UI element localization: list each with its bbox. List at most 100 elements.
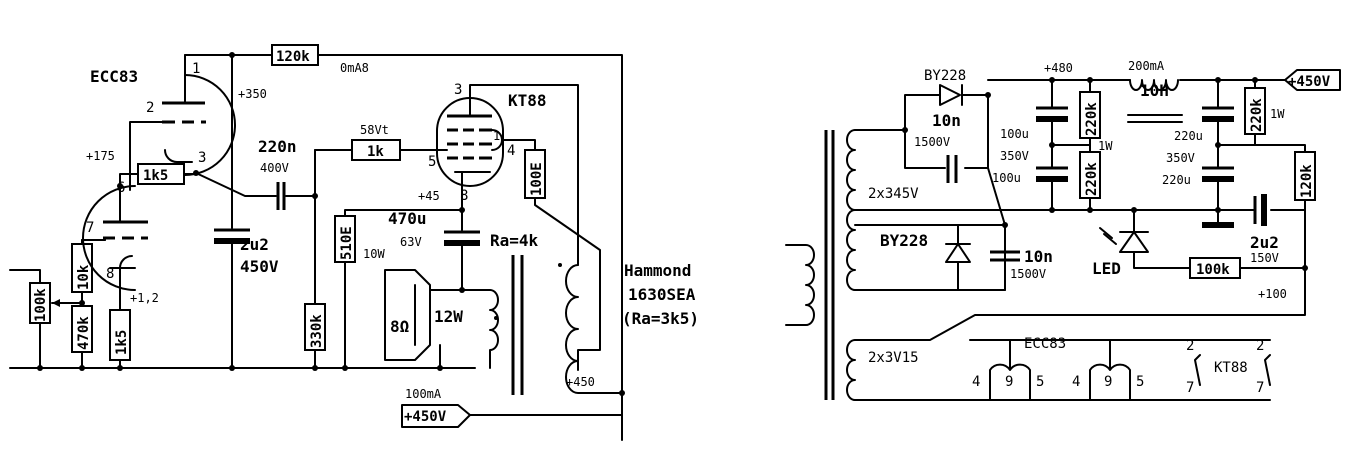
cap-220u-1: 220u xyxy=(1174,129,1203,143)
mains-primary xyxy=(785,244,815,326)
transformer-model: 1630SEA xyxy=(628,285,696,304)
heater-kt88-label: KT88 xyxy=(1214,360,1248,376)
cap-220u-2: 220u xyxy=(1162,173,1191,187)
amplifier-schematic: 100k 10k 470k 1k5 +1,2 7 8 6 1 2 3 ECC83… xyxy=(9,44,699,441)
pin-9a: 9 xyxy=(1005,374,1013,390)
grid-resistor-note: 58Vt xyxy=(360,123,389,137)
choke-label: 10H xyxy=(1140,81,1169,100)
resistor-470k-label: 470k xyxy=(76,316,92,350)
pin-2b: 2 xyxy=(1256,338,1264,354)
kt88-pin-3: 3 xyxy=(454,82,462,98)
cap-100u-1: 100u xyxy=(1000,127,1029,141)
resistor-100k-label: 100k xyxy=(1196,262,1230,278)
preamp-current: 0mA8 xyxy=(340,61,369,75)
hv-secondary xyxy=(846,129,856,291)
cap-470u-voltage: 63V xyxy=(400,235,422,249)
input-pot-label: 100k xyxy=(33,288,49,322)
ra-label: Ra=4k xyxy=(490,231,539,250)
pin-5a: 5 xyxy=(1036,374,1044,390)
transformer-ra: (Ra=3k5) xyxy=(622,309,699,328)
led-label: LED xyxy=(1092,259,1121,278)
voltage-45: +45 xyxy=(418,189,440,203)
cap-bottom-voltage: 1500V xyxy=(1010,267,1046,281)
heater-secondary xyxy=(846,339,856,401)
resistor-1k5-upper-label: 1k5 xyxy=(143,168,168,184)
cap-220n-value: 220n xyxy=(258,137,297,156)
kt88-pin-4: 4 xyxy=(507,143,515,159)
resistor-1k-label: 1k xyxy=(367,144,384,160)
supply-tag-left-label: +450V xyxy=(404,409,447,425)
resistor-220k-1-label: 220k xyxy=(1084,102,1100,136)
cap-470u-value: 470u xyxy=(388,209,427,228)
resistor-1k5-lower-label: 1k5 xyxy=(114,330,130,355)
pin-7a: 7 xyxy=(1186,380,1194,396)
pin-2a: 2 xyxy=(1186,338,1194,354)
voltage-450: +450 xyxy=(566,375,595,389)
resistor-1k5-upper xyxy=(137,163,185,185)
cap-bottom-value: 10n xyxy=(1024,247,1053,266)
led-icon xyxy=(1119,231,1149,253)
cap-220n-voltage: 400V xyxy=(260,161,289,175)
cap-2u2-voltage: 450V xyxy=(240,257,279,276)
speaker-power: 12W xyxy=(434,307,463,326)
hv-secondary-label: 2x345V xyxy=(868,186,919,202)
speaker-impedance: 8Ω xyxy=(390,317,409,336)
diode-top-label: BY228 xyxy=(924,68,966,84)
cap-top-value: 10n xyxy=(932,111,961,130)
kt88-label: KT88 xyxy=(508,91,547,110)
resistor-100k xyxy=(1189,257,1241,279)
resistor-330k xyxy=(304,303,326,351)
kt88-pin-1: 1 xyxy=(493,129,500,143)
transformer-name: Hammond xyxy=(624,261,691,280)
resistor-1k5-lower xyxy=(109,309,131,361)
resistor-1w-2: 1W xyxy=(1270,107,1285,121)
pin-2: 2 xyxy=(146,100,154,116)
cap-2u2-right-value: 2u2 xyxy=(1250,233,1279,252)
pin-3: 3 xyxy=(198,150,206,166)
pin-9b: 9 xyxy=(1104,374,1112,390)
resistor-220k-3 xyxy=(1244,87,1266,135)
pin-4b: 4 xyxy=(1072,374,1080,390)
output-transformer-primary xyxy=(565,264,623,394)
resistor-510e-watt: 10W xyxy=(363,247,385,261)
input-pot-100k xyxy=(29,282,51,324)
resistor-510e-label: 510E xyxy=(339,226,355,260)
resistor-330k-label: 330k xyxy=(309,314,325,348)
cap-top-voltage: 1500V xyxy=(914,135,950,149)
pin-7b: 7 xyxy=(1256,380,1264,396)
power-supply-schematic: 2x345V BY228 10n 1500V +480 200mA 10H 10… xyxy=(785,59,1341,401)
voltage-100: +100 xyxy=(1258,287,1287,301)
pin-4a: 4 xyxy=(972,374,980,390)
resistor-120k-label: 120k xyxy=(276,49,310,65)
diode-bottom-label: BY228 xyxy=(880,231,928,250)
resistor-100e-label: 100E xyxy=(529,162,545,196)
resistor-220k-2-label: 220k xyxy=(1084,162,1100,196)
ecc83-lower-envelope xyxy=(82,185,136,291)
bias-voltage: +1,2 xyxy=(130,291,159,305)
supply-current: 100mA xyxy=(405,387,442,401)
resistor-1k-grid xyxy=(351,139,401,161)
cap-100u-2: 100u xyxy=(992,171,1021,185)
diode-top xyxy=(939,84,963,106)
pin-7: 7 xyxy=(86,220,94,236)
cap-350v-1: 350V xyxy=(1000,149,1029,163)
heater-ecc83-label: ECC83 xyxy=(1024,336,1066,352)
supply-tag-right-label: +450V xyxy=(1288,74,1331,90)
supply-tag-right xyxy=(1284,69,1341,91)
resistor-220k-2 xyxy=(1079,151,1101,199)
diode-bottom xyxy=(945,243,971,263)
speaker-icon xyxy=(384,269,431,361)
kt88-pin-5: 5 xyxy=(428,154,436,170)
supply-tag-left xyxy=(401,404,471,428)
choke-10h xyxy=(1129,79,1179,91)
heater-secondary-label: 2x3V15 xyxy=(868,350,919,366)
voltage-350: +350 xyxy=(238,87,267,101)
choke-current: 200mA xyxy=(1128,59,1165,73)
ecc83-label: ECC83 xyxy=(90,67,138,86)
pin-5b: 5 xyxy=(1136,374,1144,390)
resistor-10k-label: 10k xyxy=(76,264,92,290)
input-wire xyxy=(9,269,41,369)
cap-2u2-value: 2u2 xyxy=(240,235,269,254)
resistor-220k-1 xyxy=(1079,91,1101,139)
